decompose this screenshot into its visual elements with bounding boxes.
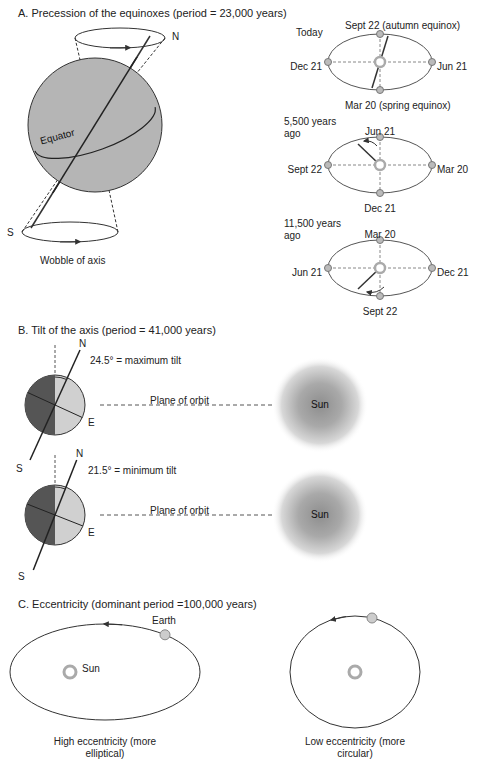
high-eccentricity-orbit-part: [64, 666, 76, 678]
date-label: Dec 21: [437, 267, 469, 279]
section-heading: C. Eccentricity (dominant period =100,00…: [18, 598, 257, 611]
pole-label: S: [16, 463, 23, 475]
orbit-11500-part: [375, 263, 385, 273]
orbit-today-part: [372, 36, 388, 88]
sun-glow-disc: [272, 467, 368, 563]
caption-label: Low eccentricity (more circular): [300, 736, 410, 760]
date-label: Mar 20: [437, 164, 468, 176]
orbit-today-part: [375, 57, 385, 67]
low-eccentricity-orbit-part: [349, 666, 361, 678]
orbit-today-part: [429, 59, 436, 66]
date-label: Jun 21: [292, 267, 322, 279]
orbit-5500-part: [377, 190, 384, 197]
earth-min-tilt-part: [33, 460, 76, 570]
wobble-cones-part: [22, 222, 118, 242]
orbit-today-part: [325, 59, 332, 66]
low-eccentricity-orbit-part: [367, 613, 377, 623]
orbit-today-part: [377, 31, 384, 38]
wobble-cones: [22, 28, 165, 242]
earth-label: Earth: [152, 615, 176, 627]
high-eccentricity-orbit-part: [104, 624, 122, 626]
low-eccentricity-orbit: [290, 613, 420, 728]
orbit-5500-part: [364, 141, 377, 146]
sphere-part: [35, 107, 155, 158]
orbit-today-part: [328, 34, 432, 90]
high-eccentricity-orbit: [10, 624, 200, 720]
earth-max-tilt-part: [30, 350, 80, 460]
epoch-label: 11,500 years ago: [284, 218, 352, 242]
earth-min-tilt-part: [25, 485, 55, 545]
caption-label: High eccentricity (more elliptical): [50, 736, 160, 760]
sphere-part: [31, 57, 150, 193]
orbit-5500-part: [375, 160, 385, 170]
date-label: Dec 21: [364, 203, 396, 215]
sun-glow-disc: [272, 357, 368, 453]
date-label: Sept 22: [363, 306, 397, 318]
section-heading: B. Tilt of the axis (period = 41,000 yea…: [18, 324, 216, 337]
orbit-5500-part: [429, 162, 436, 169]
earth-min-tilt-part: [55, 487, 65, 489]
date-label: Jun 21: [365, 126, 395, 138]
tilt-label: 24.5° = maximum tilt: [90, 355, 181, 367]
earth-sphere: Equator: [27, 57, 163, 193]
equator-label: E: [88, 527, 95, 539]
low-eccentricity-orbit-part: [290, 616, 420, 728]
sun-glow: Sun: [272, 467, 368, 563]
earth-sphere-shape: [27, 57, 163, 193]
wobble-cones-part: [60, 241, 80, 242]
orbit-11500-part: [429, 265, 436, 272]
earth-max-tilt-part: [25, 375, 55, 435]
wobble-cones-part: [75, 28, 165, 48]
earth-min-tilt: [25, 455, 274, 570]
plane-label: Plane of orbit: [150, 505, 209, 517]
orbit-11500-part: [325, 265, 332, 272]
caption-label: Wobble of axis: [40, 255, 105, 267]
low-eccentricity-orbit-part: [331, 617, 346, 620]
epoch-label: Today: [296, 27, 323, 39]
date-label: Dec 21: [290, 61, 322, 73]
plane-label: Plane of orbit: [150, 395, 209, 407]
high-eccentricity-orbit-part: [10, 624, 200, 720]
earth-max-tilt-part: [55, 377, 67, 380]
sun-label: Sun: [311, 399, 329, 411]
orbit-11500-part: [377, 293, 384, 300]
date-label: Mar 20: [364, 229, 395, 241]
orbit-11500: [325, 237, 436, 300]
orbit-11500-part: [328, 240, 432, 296]
section-heading: A. Precession of the equinoxes (period =…: [18, 7, 287, 20]
epoch-label: 5,500 years ago: [284, 116, 346, 140]
pole-label: S: [18, 571, 25, 583]
earth-min-tilt-part: [55, 455, 56, 487]
tilt-label: 21.5° = minimum tilt: [88, 465, 176, 477]
earth-max-tilt-part: [55, 345, 56, 377]
pole-label: N: [76, 448, 83, 460]
date-label: Mar 20 (spring equinox): [345, 100, 451, 112]
orbit-5500-part: [325, 162, 332, 169]
sun-label: Sun: [311, 509, 329, 521]
orbit-5500: [325, 134, 436, 197]
pole-label: S: [7, 227, 14, 239]
date-label: Sept 22 (autumn equinox): [345, 20, 460, 32]
equator-label: E: [88, 417, 95, 429]
orbit-5500-part: [328, 137, 432, 193]
orbit-today: [325, 31, 436, 94]
sun-glow: Sun: [272, 357, 368, 453]
pole-label: N: [79, 338, 86, 350]
date-label: Sept 22: [288, 164, 322, 176]
wobble-cones-part: [110, 47, 130, 48]
earth-max-tilt: [25, 345, 274, 460]
pole-label: N: [172, 31, 179, 43]
orbit-today-part: [377, 87, 384, 94]
high-eccentricity-orbit-part: [160, 630, 170, 640]
orbit-11500-part: [367, 287, 384, 292]
sun-label: Sun: [82, 663, 100, 675]
date-label: Jun 21: [437, 61, 467, 73]
